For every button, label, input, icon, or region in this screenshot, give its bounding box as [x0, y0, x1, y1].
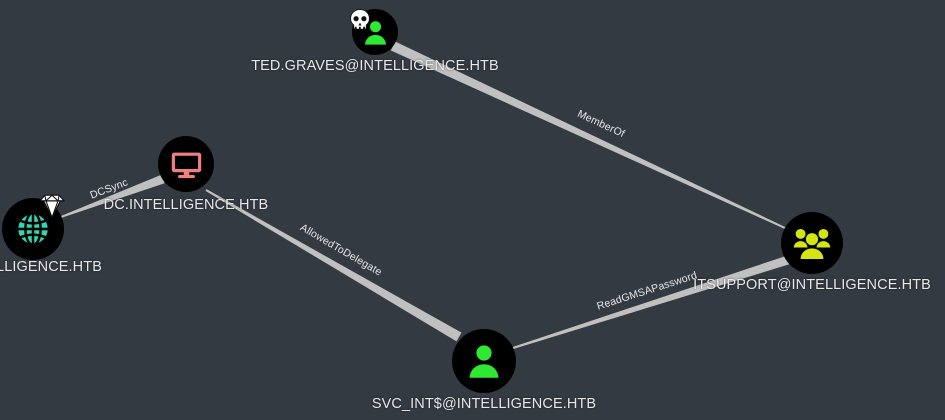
node-label: TED.GRAVES@INTELLIGENCE.HTB — [251, 58, 499, 74]
computer-monitor-icon[interactable] — [158, 136, 214, 192]
globe-icon[interactable] — [2, 198, 64, 260]
node-label: SVC_INT$@INTELLIGENCE.HTB — [371, 396, 597, 412]
graph-edge[interactable] — [60, 174, 165, 218]
user-icon[interactable] — [352, 9, 398, 55]
graph-edge[interactable] — [512, 255, 790, 349]
graph-edge[interactable] — [205, 189, 462, 342]
node-label: LLIGENCE.HTB — [0, 259, 102, 275]
group-icon[interactable] — [781, 212, 843, 274]
node-label: ITSUPPORT@INTELLIGENCE.HTB — [693, 277, 931, 293]
node-label: DC.INTELLIGENCE.HTB — [103, 197, 269, 213]
graph-edge[interactable] — [390, 41, 786, 229]
user-icon[interactable] — [452, 329, 516, 393]
